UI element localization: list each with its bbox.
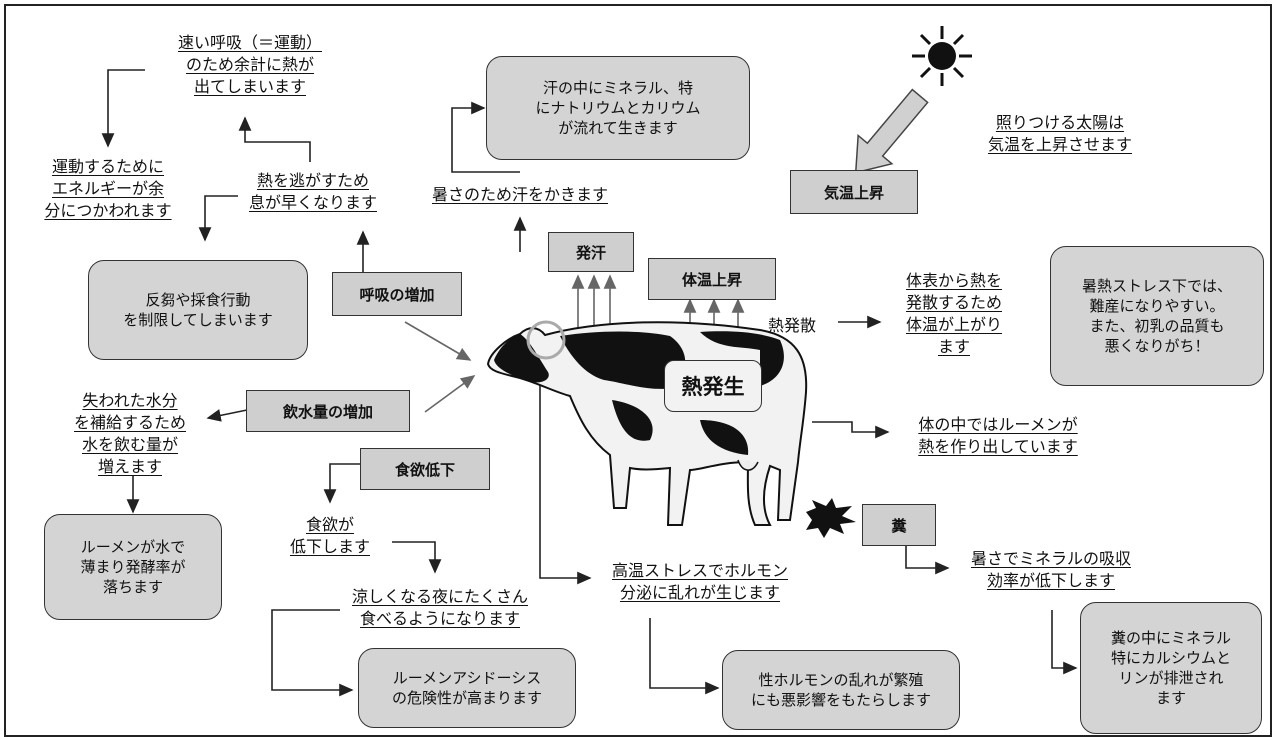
hormone-note: 高温ストレスでホルモン 分泌に乱れが生じます: [611, 561, 788, 602]
cow-icon: [486, 320, 808, 526]
connector: [404, 321, 472, 361]
connector: [238, 116, 311, 162]
air-temp-rise-label: 気温上昇: [790, 170, 918, 214]
sun-icon: [912, 26, 972, 86]
sun-note: 照りつける太陽は 気温を上昇させます: [987, 113, 1132, 154]
body-temp-rise-label: 体温上昇: [648, 258, 776, 300]
breathing-fast-note: 熱を逃がすため 息が早くなります: [248, 171, 377, 212]
sweating-label: 発汗: [548, 232, 634, 272]
sunlight-arrow-icon: [854, 88, 929, 174]
surface-heat-note: 体表から熱を 発散するため 体温が上がり ます: [905, 271, 1002, 356]
respiration-increase-label: 呼吸の増加: [332, 272, 462, 316]
rumen-dilute-box: ルーメンが水で 薄まり発酵率が 落ちます: [44, 514, 222, 620]
connector: [271, 609, 354, 697]
sex-hormone-box: 性ホルモンの乱れが繁殖 にも悪影響をもたらします: [722, 650, 960, 730]
water-intake-increase-label: 飲水量の増加: [246, 390, 410, 432]
rumination-box: 反芻や採食行動 を制限してしまいます: [88, 260, 308, 360]
appetite-decrease-label: 食欲低下: [360, 448, 490, 490]
connector: [1051, 610, 1078, 675]
connector: [198, 195, 238, 242]
acidosis-box: ルーメンアシドーシス の危険性が高まります: [358, 648, 576, 728]
mineral-absorb-note: 暑さでミネラルの吸収 効率が低下します: [970, 549, 1131, 590]
connector: [649, 618, 720, 695]
connector: [323, 463, 360, 504]
connector: [206, 409, 248, 422]
diagram-frame: [4, 4, 1272, 737]
feces-label: 糞: [862, 504, 936, 546]
connector: [451, 101, 520, 173]
sweat-note: 暑さのため汗をかきます: [431, 185, 608, 204]
heat-generation-label: 熱発生: [664, 360, 762, 412]
eat-night-note: 涼しくなる夜にたくさん 食べるようになります: [351, 587, 528, 628]
exercise-energy-note: 運動するために エネルギーが余 分につかわれます: [44, 157, 172, 220]
heat-stress-calving-box: 暑熱ストレス下では、 難産になりやすい。 また、初乳の品質も 悪くなりがち！: [1050, 246, 1264, 386]
connector: [905, 540, 950, 575]
connector: [392, 541, 442, 574]
feces-minerals-box: 糞の中にミネラル 特にカルシウムと リンが排泄され ます: [1080, 602, 1262, 734]
appetite-down-note: 食欲が 低下します: [289, 515, 370, 556]
heat-dissipation-label: 熱発散: [768, 316, 817, 335]
fast-breathing-note: 速い呼吸（＝運動） のため余計に熱が 出てしまいます: [177, 33, 322, 96]
sweat-minerals-box: 汗の中にミネラル、特 にナトリウムとカリウム が流れて生きます: [486, 56, 750, 160]
connector: [539, 376, 592, 585]
connector: [812, 421, 890, 439]
rumen-heat-note: 体の中ではルーメンが 熱を作り出しています: [918, 415, 1078, 456]
lost-water-note: 失われた水分 を補給するため 水を飲む量が 増えます: [73, 391, 186, 476]
feces-burst-icon: [806, 498, 856, 538]
connector: [424, 375, 476, 413]
connector: [101, 69, 145, 148]
